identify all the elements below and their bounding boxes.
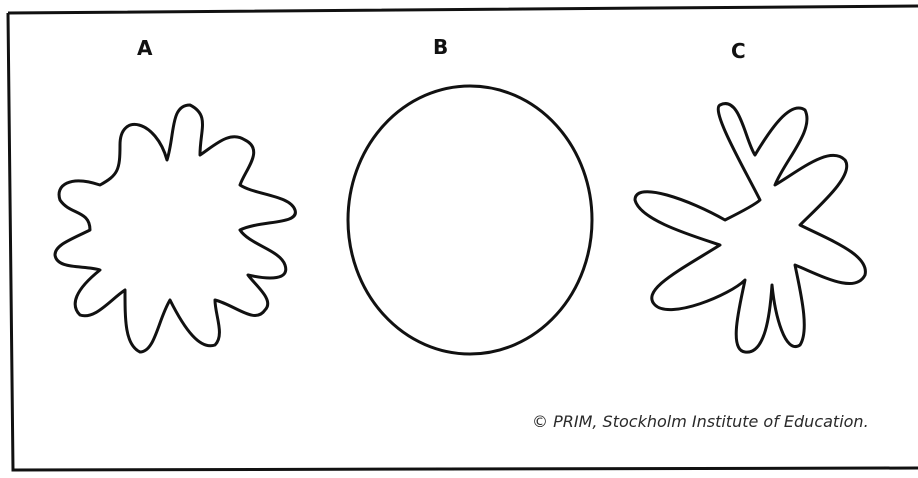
label-b: B: [433, 37, 448, 57]
shape-b-oval: [348, 86, 592, 354]
label-a: A: [137, 38, 152, 58]
figure-border: [8, 6, 918, 470]
shape-a-blob: [55, 105, 295, 352]
shape-c-star: [635, 104, 865, 353]
label-c: C: [731, 41, 746, 61]
copyright-credit: © PRIM, Stockholm Institute of Education…: [532, 412, 869, 431]
